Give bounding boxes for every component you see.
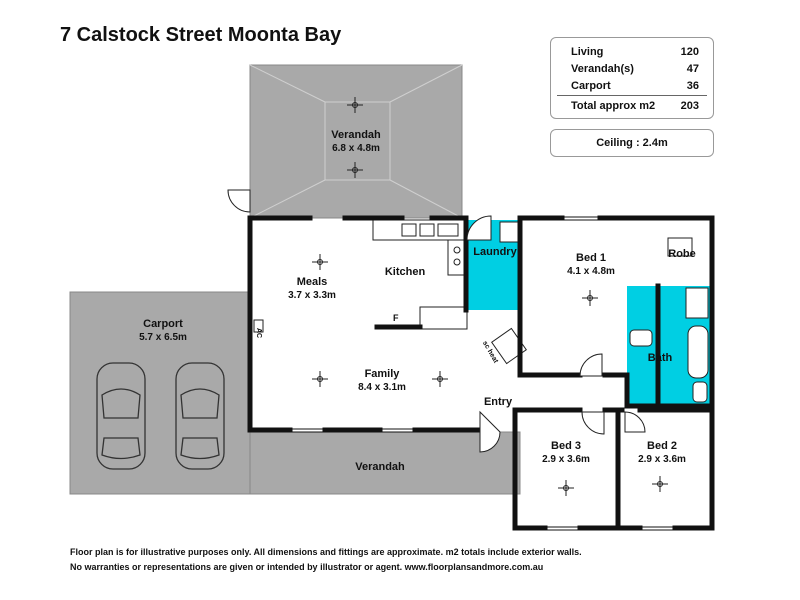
room-meals: Meals 3.7 x 3.3m: [288, 276, 336, 302]
room-name: Verandah: [355, 461, 405, 473]
area-value: 203: [680, 100, 699, 112]
verandah-top-area: [249, 64, 463, 219]
area-label: Verandah(s): [571, 63, 634, 75]
room-dimension: 2.9 x 3.6m: [542, 454, 590, 465]
area-row-total: Total approx m2 203: [571, 100, 699, 112]
room-name: Robe: [668, 248, 696, 260]
room-dimension: 6.8 x 4.8m: [332, 143, 380, 154]
room-name: Family: [364, 368, 400, 380]
room-bed-2: Bed 2 2.9 x 3.6m: [638, 440, 686, 466]
walls: [247, 215, 715, 531]
area-value: 36: [686, 80, 699, 92]
room-name: Kitchen: [384, 266, 426, 278]
room-robe: Robe: [668, 248, 696, 261]
room-verandah-bottom: Verandah: [355, 461, 405, 474]
ac-unit-box: [253, 319, 264, 333]
windows: [290, 216, 715, 531]
area-label: Total approx m2: [571, 100, 656, 112]
bath-fixtures: [499, 221, 709, 403]
room-dimension: 3.7 x 3.3m: [288, 290, 336, 301]
area-label: Living: [571, 46, 604, 58]
room-bed-3: Bed 3 2.9 x 3.6m: [542, 440, 590, 466]
ac-label: AC: [255, 328, 262, 339]
room-verandah-top: Verandah 6.8 x 4.8m: [331, 129, 381, 155]
room-name: Bath: [647, 352, 673, 364]
area-row-verandah: Verandah(s) 47: [571, 63, 699, 75]
carport-area: [69, 291, 251, 495]
area-row-carport: Carport 36: [571, 80, 699, 92]
room-entry: Entry: [484, 396, 512, 409]
ceiling-height-box: Ceiling : 2.4m: [550, 129, 714, 157]
car-left: [96, 362, 146, 470]
room-name: Laundry: [473, 246, 517, 258]
room-dimension: 4.1 x 4.8m: [567, 266, 615, 277]
ceiling-fans: [312, 97, 668, 496]
verandah-bottom-area: [249, 431, 521, 495]
robe-shelf: [667, 237, 693, 257]
room-laundry: Laundry: [473, 246, 516, 259]
room-kitchen: Kitchen: [385, 266, 425, 279]
room-name: Bed 2: [647, 440, 677, 452]
car-right: [175, 362, 225, 470]
room-bed-1: Bed 1 4.1 x 4.8m: [567, 252, 615, 278]
area-summary-box: Living 120 Verandah(s) 47 Carport 36 Tot…: [550, 37, 714, 119]
kitchen-fixtures: [372, 219, 468, 330]
room-carport: Carport 5.7 x 6.5m: [139, 318, 187, 344]
room-dimension: 2.9 x 3.6m: [638, 454, 686, 465]
verandah-roof-lines: [249, 64, 463, 219]
room-dimension: 8.4 x 3.1m: [358, 382, 406, 393]
room-name: Entry: [483, 396, 513, 408]
area-divider: [557, 95, 707, 96]
room-name: Meals: [296, 276, 328, 288]
room-name: Verandah: [331, 129, 381, 141]
area-row-living: Living 120: [571, 46, 699, 58]
door-swings: [227, 189, 646, 453]
footer-disclaimer: Floor plan is for illustrative purposes …: [70, 547, 582, 557]
footer-warranty: No warranties or representations are giv…: [70, 562, 544, 572]
room-name: Bed 3: [551, 440, 581, 452]
area-value: 120: [680, 46, 699, 58]
room-bath: Bath: [648, 352, 672, 365]
room-dimension: 5.7 x 6.5m: [139, 332, 187, 343]
area-value: 47: [686, 63, 699, 75]
plan-title: 7 Calstock Street Moonta Bay: [60, 24, 342, 46]
room-family: Family 8.4 x 3.1m: [358, 368, 406, 394]
fridge-label: F: [393, 313, 399, 323]
area-label: Carport: [571, 80, 611, 92]
room-name: Bed 1: [576, 252, 606, 264]
room-name: Carport: [143, 318, 183, 330]
